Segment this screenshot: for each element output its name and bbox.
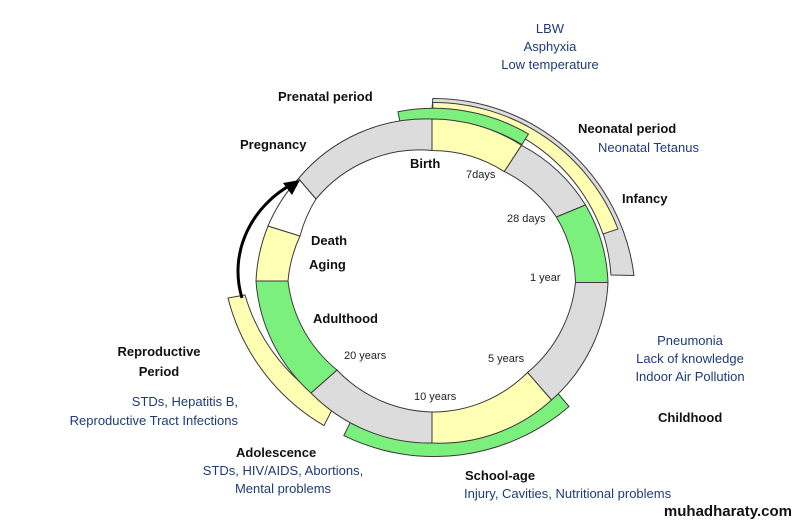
perinatal-risks: LBW Asphyxia Low temperature [470,20,630,74]
adolescence-label: Adolescence [236,445,317,460]
ten-years-label: 10 years [414,391,457,403]
reproductive-period-label: Reproductive Period [104,342,214,382]
pregnancy-label: Pregnancy [240,137,307,152]
seven-days-label: 7days [466,169,496,181]
adolescence-risks: STDs, HIV/AIDS, Abortions, Mental proble… [186,462,380,498]
prenatal-period-label: Prenatal period [278,89,373,104]
adulthood-label: Adulthood [313,311,378,326]
twenty-years-label: 20 years [344,350,387,362]
risk-item: Low temperature [501,57,599,72]
risk-item: Lack of knowledge [636,351,744,366]
childhood-label: Childhood [658,410,723,425]
ring-segment-1year-5years [526,282,609,401]
risk-item: Asphyxia [523,39,577,54]
school-age-label: School-age [465,468,536,483]
school-age-risks: Injury, Cavities, Nutritional problems [464,486,671,501]
rebirth-arrow [236,181,295,299]
rebirth-arrowhead [283,180,300,195]
ring-segment-5years-10years [431,371,553,444]
childhood-risks: Pneumonia Lack of knowledge Indoor Air P… [610,332,770,386]
birth-label: Birth [410,156,441,171]
twenty-eight-days-label: 28 days [507,213,546,225]
reproductive-label-line-2: Period [138,364,180,379]
watermark: muhadharaty.com [663,503,792,520]
risk-item: Pneumonia [657,333,723,348]
one-year-label: 1 year [530,272,561,284]
infancy-label: Infancy [622,191,668,206]
risk-item: Reproductive Tract Infections [69,413,238,428]
risk-item: Injury, Cavities, Nutritional problems [464,486,672,501]
neonatal-risks: Neonatal Tetanus [598,140,699,155]
risk-item: STDs, HIV/AIDS, Abortions, [202,463,364,478]
aging-label: Aging [309,257,346,272]
neonatal-period-label: Neonatal period [578,121,677,136]
risk-item: Indoor Air Pollution [635,369,745,384]
risk-item: Mental problems [234,481,332,496]
risk-item: Neonatal Tetanus [598,140,699,155]
risk-item: LBW [535,21,565,36]
ring-segment-10years-20years [310,369,433,444]
five-years-label: 5 years [488,353,525,365]
reproductive-label-line-1: Reproductive [117,344,201,359]
death-label: Death [311,233,348,248]
reproductive-risks: STDs, Hepatitis B, Reproductive Tract In… [30,392,238,430]
risk-item: STDs, Hepatitis B, [131,394,238,409]
ring-segment-pregnancy [297,118,433,200]
